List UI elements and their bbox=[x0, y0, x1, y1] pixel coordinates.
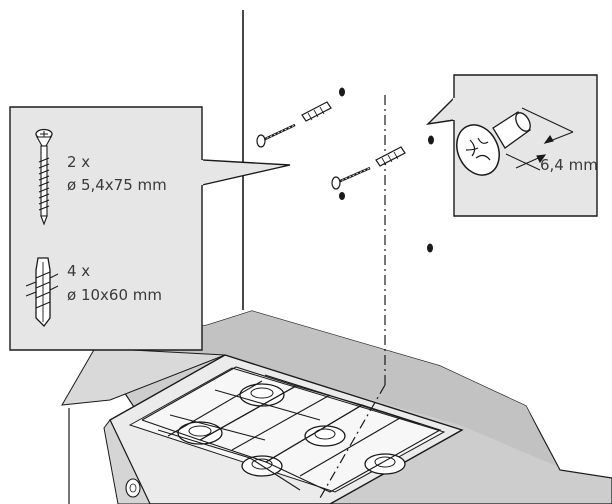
burner-rear-left bbox=[239, 383, 285, 407]
screw-lower bbox=[331, 166, 371, 190]
plugs-size: ø 10x60 mm bbox=[67, 286, 162, 304]
head-diameter-dimension: 6,4 mm bbox=[540, 156, 598, 174]
burner-front-left bbox=[177, 421, 223, 445]
wall-plug-icon bbox=[25, 257, 59, 327]
cooktop bbox=[103, 354, 464, 504]
control-knob bbox=[125, 478, 141, 498]
burner-right bbox=[364, 453, 406, 475]
dimension-arrows bbox=[505, 107, 574, 171]
screw-upper bbox=[256, 123, 296, 148]
screws-size: ø 5,4x75 mm bbox=[67, 176, 167, 194]
center-axis-line-lower bbox=[319, 384, 386, 499]
wall-plug-lower bbox=[375, 146, 406, 167]
screw-head-icon bbox=[456, 111, 531, 176]
pan-supports bbox=[141, 366, 442, 493]
drill-holes bbox=[339, 87, 434, 253]
plugs-quantity: 4 x bbox=[67, 262, 90, 280]
screw-icon bbox=[35, 128, 53, 226]
screw-head-callout: 6,4 mm bbox=[425, 74, 598, 217]
screws-quantity: 2 x bbox=[67, 153, 90, 171]
burner-center bbox=[304, 425, 346, 447]
wall-plug-upper bbox=[301, 101, 332, 122]
parts-callout: 2 x ø 5,4x75 mm 4 x ø 10x60 mm bbox=[9, 106, 291, 351]
